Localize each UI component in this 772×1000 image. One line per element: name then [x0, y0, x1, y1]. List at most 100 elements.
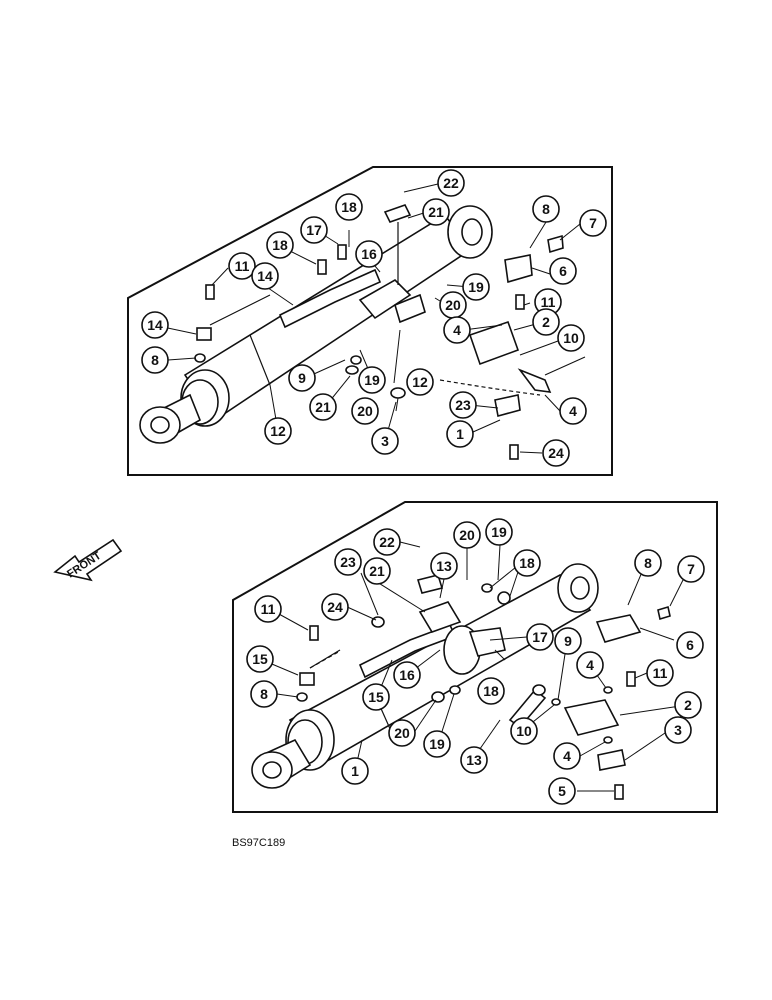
svg-text:23: 23: [455, 397, 471, 413]
top-cylinder: [139, 205, 493, 444]
svg-text:20: 20: [394, 725, 410, 741]
callout-23-b: 23: [334, 548, 362, 576]
svg-text:18: 18: [519, 555, 535, 571]
svg-text:16: 16: [361, 246, 377, 262]
callout-18b: 18: [266, 231, 294, 259]
svg-text:21: 21: [315, 399, 331, 415]
callout-24-b: 24: [321, 593, 349, 621]
svg-text:13: 13: [436, 558, 452, 574]
callout-3-b: 3: [664, 716, 692, 744]
callout-8b: 8: [141, 346, 169, 374]
svg-text:4: 4: [453, 322, 461, 338]
svg-text:18: 18: [272, 237, 288, 253]
callout-24: 3: [371, 427, 399, 455]
svg-text:12: 12: [270, 423, 286, 439]
callout-5: 24: [542, 439, 570, 467]
svg-text:15: 15: [368, 689, 384, 705]
svg-text:15: 15: [252, 651, 268, 667]
callout-4: 4: [443, 316, 471, 344]
svg-text:7: 7: [687, 561, 695, 577]
svg-text:22: 22: [379, 534, 395, 550]
callout-14b: 14: [141, 311, 169, 339]
svg-text:9: 9: [564, 633, 572, 649]
callout-9-b: 9: [554, 627, 582, 655]
callout-3: 1: [446, 420, 474, 448]
callout-11-b: 11: [254, 595, 282, 623]
svg-text:2: 2: [684, 697, 692, 713]
callout-19b: 9: [288, 364, 316, 392]
callout-4b-b: 4: [553, 742, 581, 770]
callout-14: 14: [251, 262, 279, 290]
callout-7-b: 7: [677, 555, 705, 583]
svg-text:10: 10: [563, 330, 579, 346]
bottom-assembly: 22 20 19 23 21 13 18 8 7 11 24 6 15 9 17…: [232, 501, 718, 813]
callout-11b-b: 11: [646, 659, 674, 687]
callout-8-b: 8: [634, 549, 662, 577]
svg-text:8: 8: [151, 352, 159, 368]
svg-text:4: 4: [586, 657, 594, 673]
callout-18-b: 18: [513, 549, 541, 577]
svg-text:20: 20: [357, 403, 373, 419]
callout-2-b: 2: [674, 691, 702, 719]
callout-19: 19: [462, 273, 490, 301]
callout-19b-b: 19: [423, 730, 451, 758]
svg-text:14: 14: [147, 317, 163, 333]
bottom-cylinder: [251, 563, 599, 789]
svg-text:9: 9: [298, 370, 306, 386]
svg-text:4: 4: [569, 403, 577, 419]
callout-13-b: 13: [430, 552, 458, 580]
callout-20b: 21: [309, 393, 337, 421]
svg-text:19: 19: [491, 524, 507, 540]
callout-19-b: 19: [485, 518, 513, 546]
callout-15b-b: 15: [362, 683, 390, 711]
svg-text:11: 11: [261, 601, 276, 617]
callout-2: 2: [532, 308, 560, 336]
svg-text:11: 11: [235, 258, 250, 274]
svg-text:3: 3: [674, 722, 682, 738]
svg-text:19: 19: [364, 372, 380, 388]
callout-11: 11: [228, 252, 256, 280]
svg-text:7: 7: [589, 215, 597, 231]
callout-4b: 23: [449, 391, 477, 419]
callout-22-b: 22: [373, 528, 401, 556]
callout-17: 17: [300, 216, 328, 244]
callout-12: 19: [358, 366, 386, 394]
callout-18: 18: [335, 193, 363, 221]
svg-text:23: 23: [340, 554, 356, 570]
svg-text:12: 12: [412, 374, 428, 390]
svg-text:4: 4: [563, 748, 571, 764]
callout-10: 10: [557, 324, 585, 352]
svg-text:13: 13: [466, 752, 482, 768]
callout-16-b: 16: [393, 661, 421, 689]
svg-text:18: 18: [483, 683, 499, 699]
svg-text:11: 11: [653, 665, 668, 681]
svg-text:11: 11: [541, 294, 556, 310]
callout-1-b: 1: [341, 757, 369, 785]
callout-23: 20: [351, 397, 379, 425]
drawing-id: BS97C189: [232, 837, 285, 849]
callout-15-b: 15: [246, 645, 274, 673]
callout-12b: 4: [559, 397, 587, 425]
callout-20: 20: [439, 291, 467, 319]
svg-text:21: 21: [369, 563, 385, 579]
callout-21: 21: [422, 198, 450, 226]
svg-text:5: 5: [558, 783, 566, 799]
svg-text:19: 19: [429, 736, 445, 752]
callout-17-b: 17: [526, 623, 554, 651]
callout-6-b: 6: [676, 631, 704, 659]
callout-16: 16: [355, 240, 383, 268]
svg-text:24: 24: [327, 599, 343, 615]
svg-text:20: 20: [459, 527, 475, 543]
svg-text:10: 10: [516, 723, 532, 739]
callout-21-b: 21: [363, 557, 391, 585]
svg-text:6: 6: [559, 263, 567, 279]
svg-text:1: 1: [351, 763, 359, 779]
svg-text:8: 8: [260, 686, 268, 702]
svg-text:21: 21: [428, 204, 444, 220]
callout-7: 7: [579, 209, 607, 237]
callout-20b-b: 20: [388, 719, 416, 747]
svg-text:8: 8: [644, 555, 652, 571]
callout-10-b: 10: [510, 717, 538, 745]
callout-22: 22: [437, 169, 465, 197]
